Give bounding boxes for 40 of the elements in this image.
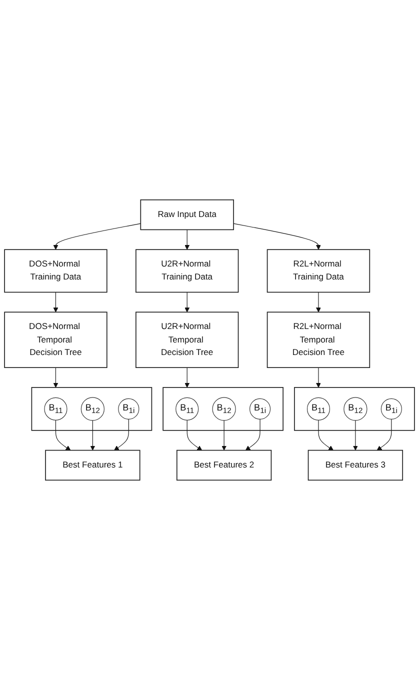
arrow — [55, 420, 71, 451]
node-circle: B$_{12}$ — [80, 397, 104, 421]
node-circle: B$_{11}$ — [176, 397, 199, 420]
node-circle: B$_{11}$ — [306, 397, 330, 420]
arrow — [53, 367, 58, 388]
arrow — [245, 418, 260, 451]
cluster — [31, 387, 152, 431]
node-box: U2R+Normal Temporal Decision Tree — [136, 312, 239, 368]
arrow — [376, 418, 392, 451]
arrow — [316, 292, 321, 312]
node-circle: B$_{12}$ — [344, 397, 368, 421]
arrow — [114, 418, 129, 451]
node-box: Best Features 1 — [45, 450, 140, 481]
node-circle: B$_{1i}$ — [250, 398, 271, 420]
node-circle: B$_{1i}$ — [118, 398, 140, 420]
node-box: Raw Input Data — [140, 199, 234, 230]
arrow — [233, 223, 321, 250]
cluster — [294, 387, 415, 431]
cluster — [162, 387, 284, 431]
node-box: R2L+Normal Training Data — [266, 249, 370, 293]
node-box: Best Features 2 — [176, 450, 272, 481]
arrow — [186, 420, 202, 451]
arrow — [184, 367, 190, 388]
node-box: R2L+Normal Temporal Decision Tree — [266, 312, 370, 368]
node-circle: B$_{12}$ — [212, 397, 236, 421]
arrow — [222, 420, 227, 451]
node-box: DOS+Normal Temporal Decision Tree — [4, 312, 108, 368]
node-box: DOS+Normal Training Data — [4, 249, 108, 293]
node-box: U2R+Normal Training Data — [136, 249, 239, 293]
arrow — [316, 367, 321, 388]
node-circle: B$_{11}$ — [44, 397, 68, 420]
node-circle: B$_{1i}$ — [380, 398, 402, 420]
arrow — [90, 420, 96, 451]
arrow — [352, 420, 358, 451]
arrow — [53, 223, 141, 250]
arrow — [318, 420, 334, 451]
node-box: Best Features 3 — [308, 450, 404, 481]
arrow — [184, 292, 190, 312]
arrow — [53, 292, 58, 312]
arrow — [184, 229, 190, 250]
